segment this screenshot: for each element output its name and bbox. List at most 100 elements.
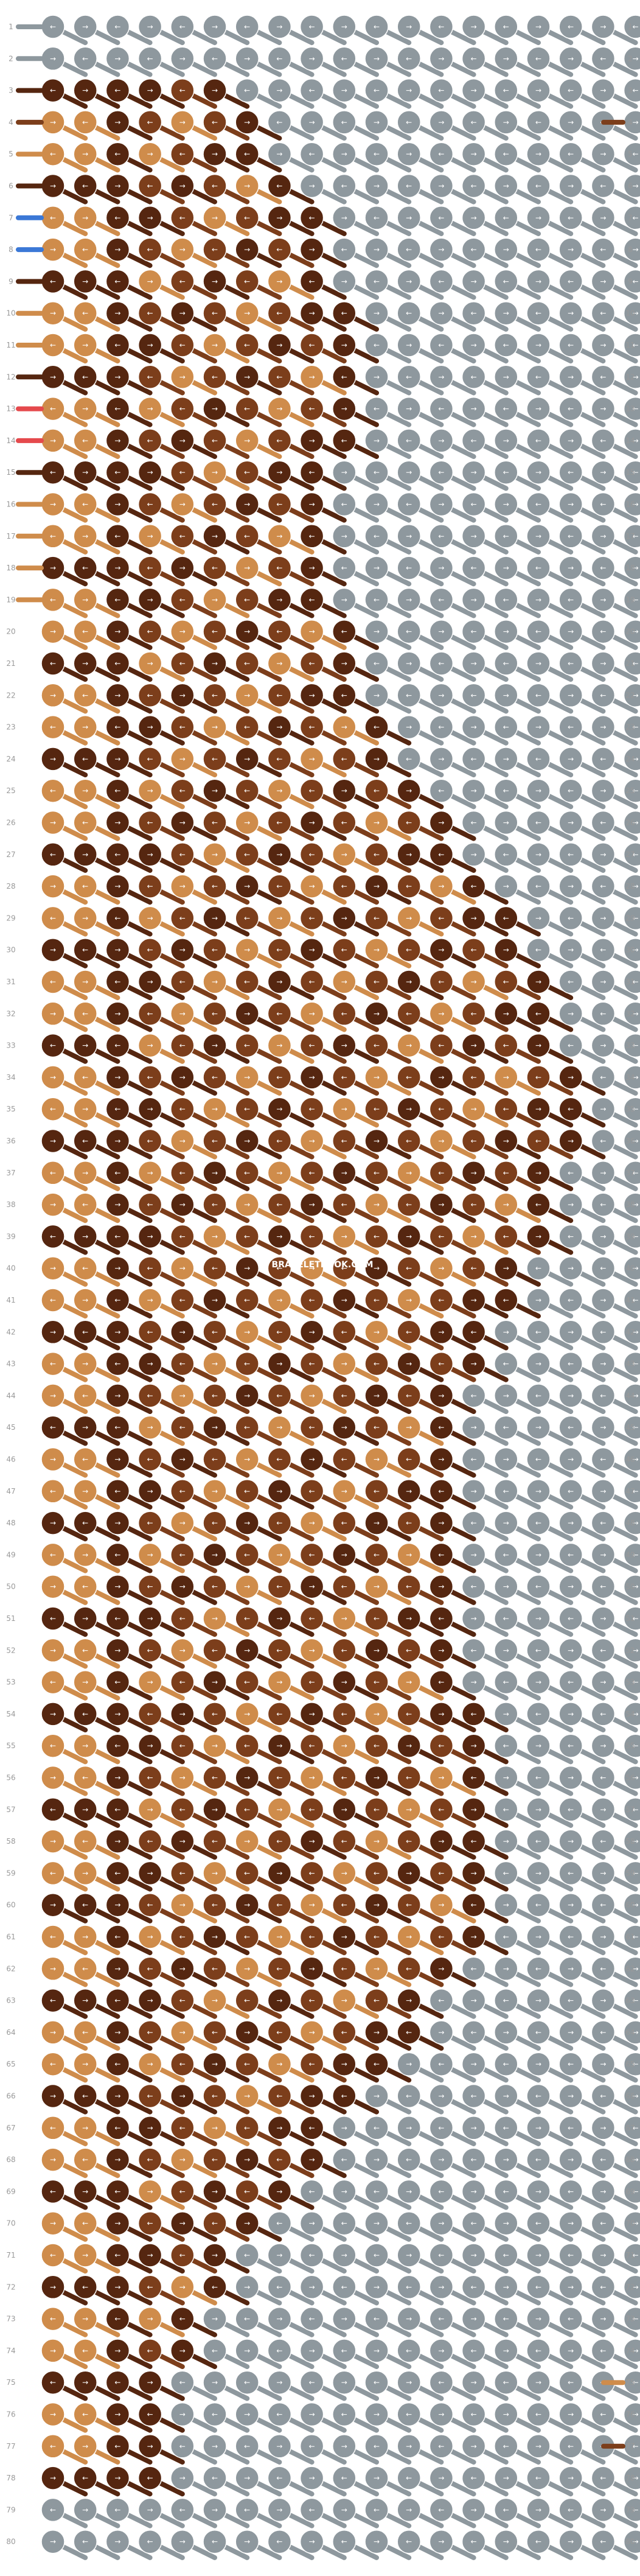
knot-direction-arrow: → (244, 1774, 250, 1782)
knot-direction-arrow: → (438, 1455, 444, 1464)
knot-direction-arrow: ← (374, 659, 380, 668)
knot-direction-arrow: ← (535, 1200, 541, 1209)
knot-direction-arrow: ← (535, 245, 541, 254)
knot-direction-arrow: ← (82, 819, 88, 827)
knot-direction-arrow: ← (179, 1423, 186, 1432)
knot-direction-arrow: ← (179, 150, 186, 158)
knot-direction-arrow: → (503, 2219, 509, 2228)
knot-direction-arrow: → (244, 882, 250, 891)
knot-direction-arrow: → (244, 946, 250, 954)
knot-direction-arrow: → (535, 914, 541, 922)
knot-direction-arrow: → (50, 1200, 56, 1209)
knot-direction-arrow: ← (503, 2442, 509, 2451)
knot-direction-arrow: ← (406, 436, 412, 445)
knot-direction-arrow: → (50, 436, 56, 445)
knot-direction-arrow: → (535, 2060, 541, 2068)
knot-direction-arrow: ← (147, 628, 153, 636)
knot-direction-arrow: → (50, 882, 56, 891)
knot-direction-arrow: ← (114, 2315, 120, 2323)
knot-direction-arrow: → (503, 373, 509, 381)
row-label: 19 (6, 595, 15, 604)
knot-direction-arrow: ← (438, 1997, 444, 2005)
knot-direction-arrow: ← (568, 1805, 574, 1814)
knot-direction-arrow: → (438, 182, 444, 191)
knot-direction-arrow: → (114, 436, 120, 445)
knot-direction-arrow: → (438, 755, 444, 763)
row-label: 57 (6, 1805, 15, 1814)
knot-direction-arrow: ← (600, 1519, 606, 1527)
knot-direction-arrow: → (341, 1487, 347, 1496)
knot-direction-arrow: → (50, 54, 56, 63)
knot-direction-arrow: ← (406, 564, 412, 572)
knot-direction-arrow: ← (374, 1041, 380, 1050)
knot-direction-arrow: → (600, 914, 606, 922)
knot-direction-arrow: ← (406, 54, 412, 63)
knot-direction-arrow: ← (438, 2060, 444, 2068)
knot-direction-arrow: → (212, 150, 218, 158)
knot-direction-arrow: → (147, 659, 153, 668)
knot-direction-arrow: ← (179, 1997, 186, 2005)
knot-direction-arrow: ← (471, 2474, 477, 2482)
knot-direction-arrow: ← (276, 1710, 282, 1718)
knot-direction-arrow: → (114, 1264, 120, 1273)
knot-direction-arrow: → (114, 564, 120, 572)
knot-direction-arrow: ← (179, 86, 186, 95)
knot-direction-arrow: → (568, 691, 574, 699)
row-label: 19 (625, 595, 635, 604)
knot-direction-arrow: → (50, 819, 56, 827)
knot-direction-arrow: ← (114, 2124, 120, 2132)
knot-direction-arrow: ← (471, 2155, 477, 2164)
knot-direction-arrow: ← (438, 2251, 444, 2259)
row-label: 39 (6, 1232, 15, 1241)
knot-direction-arrow: → (244, 1009, 250, 1018)
knot-direction-arrow: ← (568, 1423, 574, 1432)
knot-direction-arrow: → (341, 1296, 347, 1304)
knot-direction-arrow: ← (438, 659, 444, 668)
row-label: 73 (6, 2315, 15, 2323)
knot-direction-arrow: → (341, 1678, 347, 1687)
knot-direction-arrow: → (406, 1487, 412, 1496)
knot-direction-arrow: → (471, 1105, 477, 1113)
knot-direction-arrow: → (114, 500, 120, 509)
knot-direction-arrow: ← (179, 1296, 186, 1304)
knot-direction-arrow: → (406, 405, 412, 413)
knot-direction-arrow: ← (600, 2474, 606, 2482)
knot-direction-arrow: ← (503, 2315, 509, 2323)
row-label: 34 (625, 1073, 635, 1082)
knot-direction-arrow: ← (114, 1296, 120, 1304)
knot-direction-arrow: ← (179, 1550, 186, 1559)
knot-direction-arrow: → (114, 1837, 120, 1846)
knot-direction-arrow: → (50, 1328, 56, 1336)
row-label: 34 (6, 1073, 15, 1082)
knot-direction-arrow: → (276, 1933, 282, 1941)
knot-direction-arrow: ← (50, 1232, 56, 1241)
knot-direction-arrow: ← (406, 1073, 412, 1082)
knot-direction-arrow: ← (82, 182, 88, 191)
knot-direction-arrow: ← (276, 436, 282, 445)
knot-direction-arrow: ← (50, 723, 56, 732)
knot-direction-arrow: ← (600, 1137, 606, 1146)
knot-direction-arrow: → (82, 532, 88, 541)
knot-direction-arrow: ← (50, 86, 56, 95)
knot-direction-arrow: → (82, 150, 88, 158)
knot-direction-arrow: → (276, 1041, 282, 1050)
row-label: 63 (6, 1997, 15, 2005)
knot-direction-arrow: ← (600, 2092, 606, 2101)
knot-direction-arrow: ← (568, 723, 574, 732)
knot-direction-arrow: → (406, 341, 412, 349)
knot-direction-arrow: → (276, 786, 282, 795)
knot-direction-arrow: → (374, 946, 380, 954)
knot-direction-arrow: → (309, 755, 315, 763)
knot-direction-arrow: ← (114, 1041, 120, 1050)
knot-direction-arrow: ← (82, 1901, 88, 1909)
knot-direction-arrow: ← (438, 1232, 444, 1241)
knot-direction-arrow: ← (82, 1774, 88, 1782)
knot-direction-arrow: → (535, 1614, 541, 1623)
knot-direction-arrow: → (147, 1169, 153, 1177)
knot-direction-arrow: → (309, 564, 315, 572)
row-label: 4 (9, 118, 13, 127)
knot-direction-arrow: ← (600, 946, 606, 954)
knot-direction-arrow: → (50, 2410, 56, 2419)
row-label: 59 (625, 1869, 635, 1877)
knot-direction-arrow: ← (568, 1487, 574, 1496)
